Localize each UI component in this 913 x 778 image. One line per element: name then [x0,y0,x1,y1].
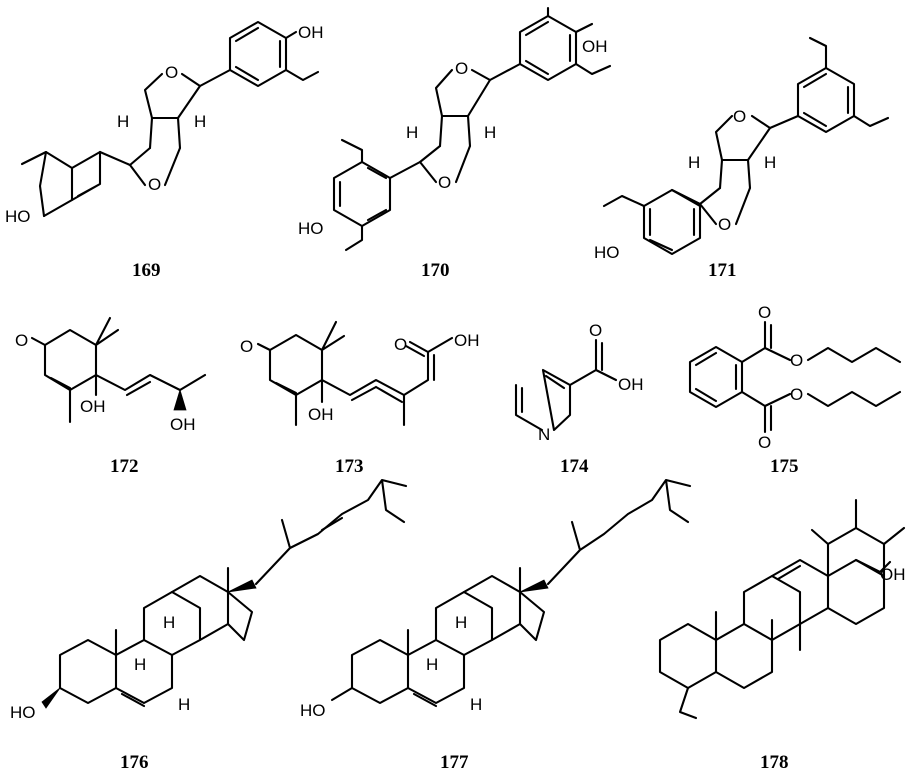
compound-173: O O OH OH 173 [240,320,480,477]
hydroxyl-label: HO [5,207,31,226]
hydrogen-label: H [134,655,146,674]
ester-oxygen-label: O [790,385,803,404]
hydroxyl-label: OH [298,23,324,42]
compound-177: HO H H H 177 [300,478,692,773]
oxygen-label: O [455,59,468,78]
compound-id: 174 [560,456,589,477]
compound-id: 171 [708,260,737,281]
oxo-label: O [758,303,771,322]
oxygen-label: O [438,173,451,192]
compound-176: HO H H H 176 [10,478,408,773]
compound-172: O OH OH 172 [15,316,207,477]
oxygen-label: O [148,175,161,194]
hydroxyl-label: HO [594,243,620,262]
compound-id: 173 [335,456,364,477]
hydroxyl-label: OH [454,331,480,350]
ester-oxygen-label: O [790,351,803,370]
hydroxyl-label: OH [170,415,196,434]
hydrogen-label: H [764,153,776,172]
compound-171: O H H O HO 171 [594,36,890,281]
hydroxyl-label: OH [80,397,106,416]
hydroxyl-label: OH [582,37,608,56]
oxo-label: O [589,321,602,340]
hydrogen-label: H [455,613,467,632]
hydrogen-label: H [406,123,418,142]
hydrogen-label: H [117,112,129,131]
oxygen-label: O [718,215,731,234]
hydrogen-label: H [194,112,206,131]
compound-169: OH O H H O HO 169 [5,20,324,281]
compound-id: 170 [421,260,450,281]
hydroxyl-label: OH [880,565,906,584]
compound-id: 175 [770,456,799,477]
compound-id: 177 [440,752,469,773]
compound-174: O OH N 174 [514,321,644,477]
compound-id: 169 [132,260,161,281]
compound-170: OH O H H O HO 170 [298,6,612,281]
oxo-label: O [15,331,28,350]
compound-id: 172 [110,456,139,477]
compound-178: OH 178 [658,498,906,773]
compound-id: 176 [120,752,149,773]
compound-175: O O O O 175 [688,303,902,477]
oxygen-label: O [165,63,178,82]
hydroxyl-label: HO [300,701,326,720]
oxo-label: O [758,433,771,452]
hydrogen-label: H [426,655,438,674]
hydroxyl-label: HO [10,703,36,722]
nitrogen-label: N [538,425,550,444]
hydrogen-label: H [163,613,175,632]
hydrogen-label: H [688,153,700,172]
compound-id: 178 [760,752,789,773]
hydrogen-label: H [178,695,190,714]
oxo-label: O [394,335,407,354]
hydrogen-label: H [470,695,482,714]
hydroxyl-label: HO [298,219,324,238]
hydroxyl-label: OH [618,375,644,394]
oxygen-label: O [733,107,746,126]
oxo-label: O [240,337,253,356]
hydrogen-label: H [484,123,496,142]
hydroxyl-label: OH [308,405,334,424]
